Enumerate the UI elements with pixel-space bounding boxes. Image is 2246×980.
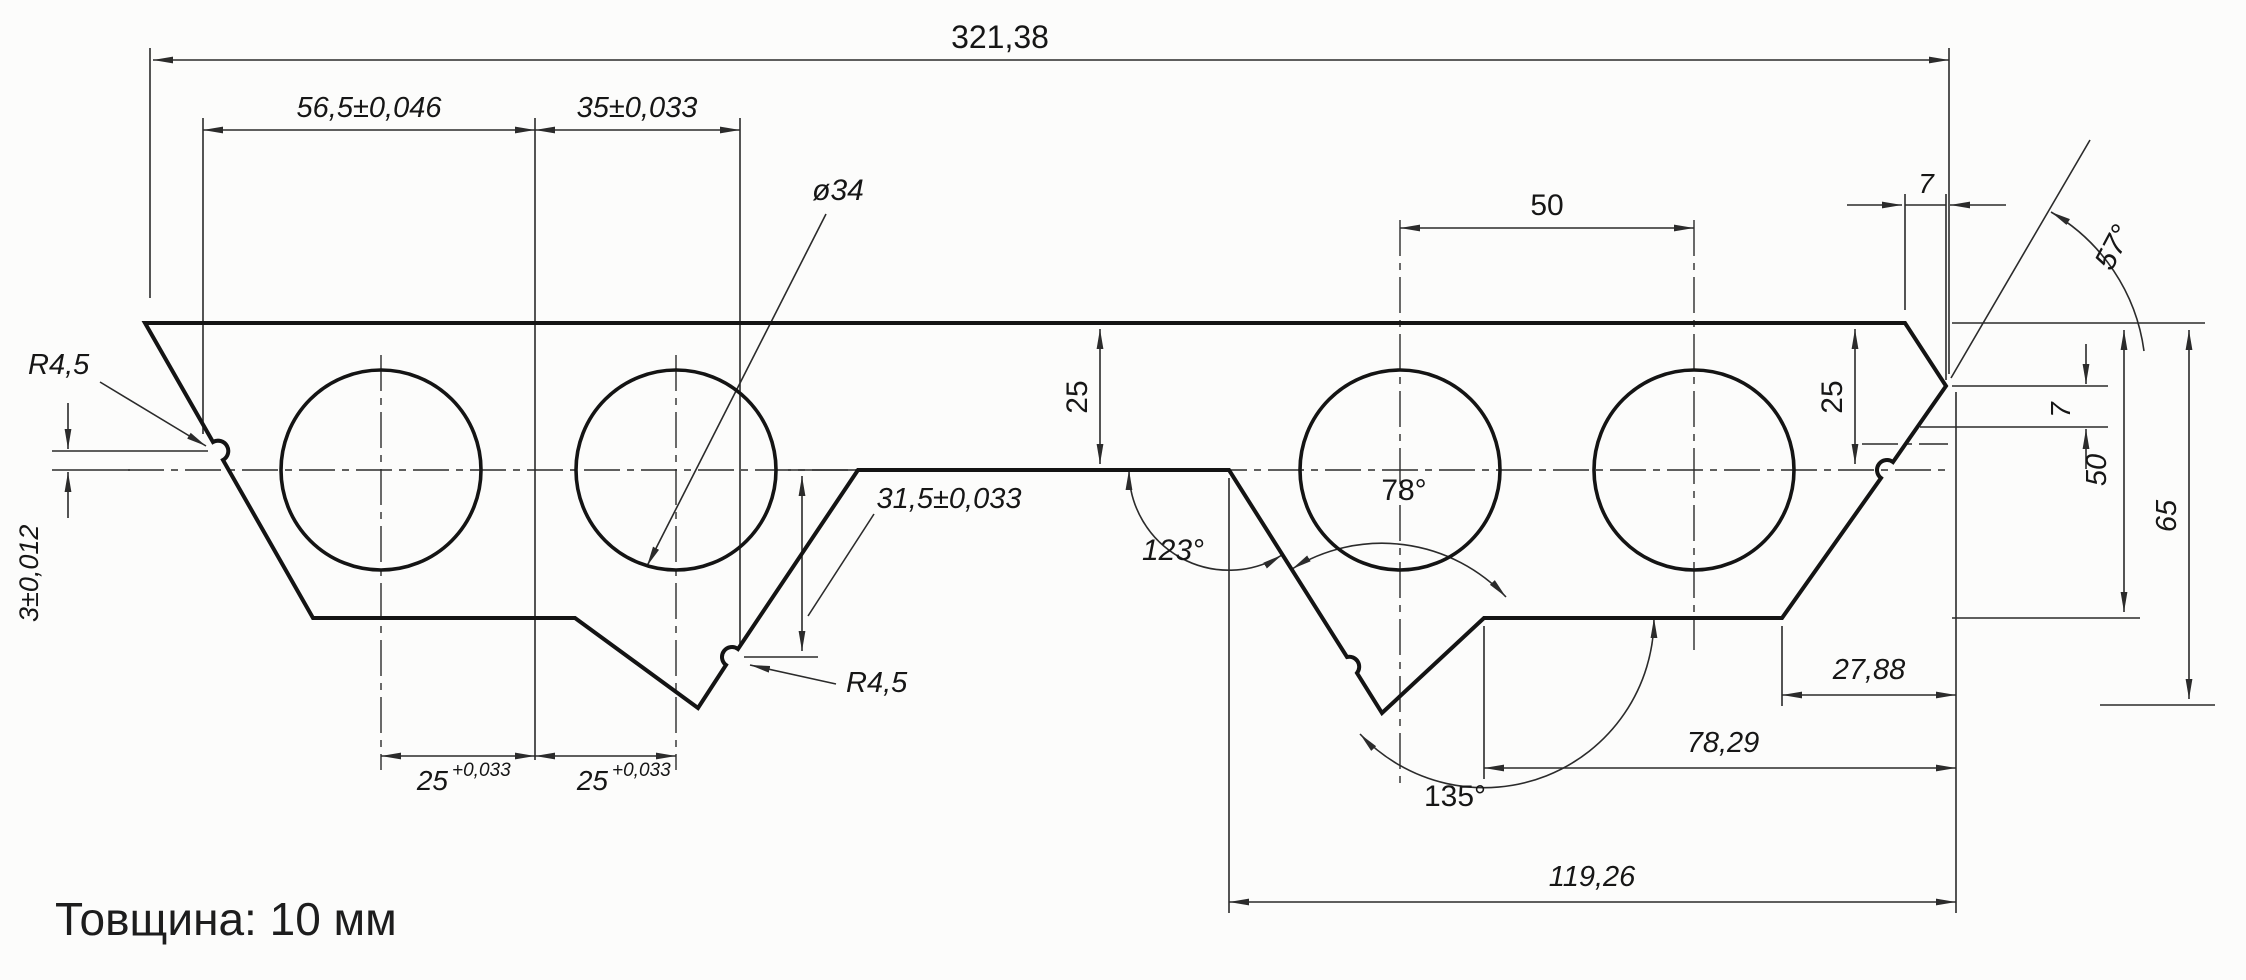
dim-text-65: 65 xyxy=(2151,499,2183,532)
dim-text-315: 31,5±0,033 xyxy=(877,483,1022,515)
dim-text-2788: 27,88 xyxy=(1832,654,1906,686)
dim-text-56: 56,5±0,046 xyxy=(297,92,443,124)
dim-text-50top: 50 xyxy=(1530,189,1563,222)
dim-text-7right: 7 xyxy=(2045,401,2076,418)
dim-text-dia34: ø34 xyxy=(812,174,864,207)
angle-ref-line xyxy=(1950,139,2091,379)
dim-text-7829: 78,29 xyxy=(1687,727,1760,759)
dimension-lines xyxy=(52,48,2215,913)
dimension-texts: 321,38 56,5±0,046 35±0,033 ø34 50 7 57° … xyxy=(14,19,2183,893)
dim-text-57deg: 57° xyxy=(2088,220,2138,276)
part-outline xyxy=(141,321,1949,717)
hole-1 xyxy=(279,368,483,572)
leader-315 xyxy=(807,513,875,617)
leader-r45-bottom xyxy=(749,664,837,685)
dim-text-3: 3±0,012 xyxy=(14,525,44,622)
dim-text-35: 35±0,033 xyxy=(577,92,698,124)
leader-r45-left xyxy=(99,381,207,447)
dim-text-25t2: 25 xyxy=(576,765,609,796)
centerlines xyxy=(128,220,1950,790)
dim-text-78deg: 78° xyxy=(1381,474,1426,507)
dim-text-r45-bottom: R4,5 xyxy=(846,667,908,699)
dim-text-50right: 50 xyxy=(2081,454,2113,486)
dim-text-11926: 119,26 xyxy=(1549,861,1636,893)
hole-3 xyxy=(1298,368,1502,572)
dim-text-r45-left: R4,5 xyxy=(28,349,90,381)
angle-arc-123 xyxy=(1125,469,1283,571)
angle-arc-78 xyxy=(1291,542,1507,598)
dim-text-123deg: 123° xyxy=(1142,534,1204,567)
part-geometry xyxy=(141,321,1949,717)
dim-text-25t2-tol: +0,033 xyxy=(612,760,671,781)
dim-text-25mid: 25 xyxy=(1061,380,1094,413)
thickness-caption: Товщина: 10 мм xyxy=(55,893,397,945)
dim-text-25t1: 25 xyxy=(416,765,449,796)
angle-arc-135 xyxy=(1359,617,1658,789)
dim-text-25t1-tol: +0,033 xyxy=(452,760,511,781)
hole-2 xyxy=(574,368,778,572)
dim-text-7top: 7 xyxy=(1918,168,1935,199)
hole-4 xyxy=(1592,368,1796,572)
dim-text-25right: 25 xyxy=(1816,380,1849,413)
angle-arc-57 xyxy=(2050,211,2145,352)
dim-text-overall: 321,38 xyxy=(951,19,1049,55)
dim-text-135deg: 135° xyxy=(1424,780,1486,813)
